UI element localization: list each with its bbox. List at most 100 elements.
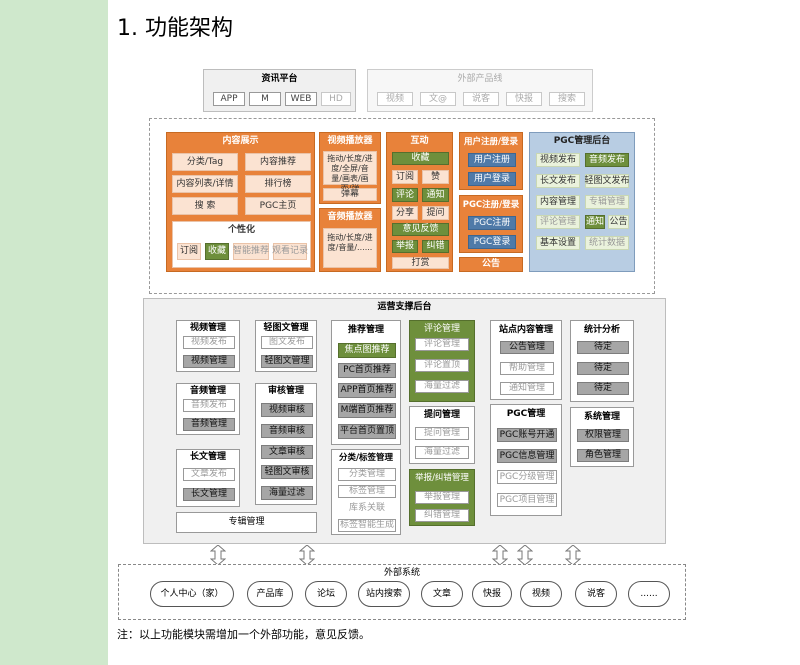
interaction-title: 互动	[410, 136, 429, 146]
ops-album-mgmt: 专辑管理	[176, 512, 317, 533]
pgc-admin-box: PGC管理后台 视频发布 音频发布 长文发布 轻图文发布 内容管理 专辑管理 评…	[529, 132, 635, 272]
double-arrow-icon	[492, 545, 508, 565]
ops-rec-top: 平台首页置顶	[338, 424, 396, 439]
ops-site: 站点内容管理 公告管理 帮助管理 通知管理	[490, 320, 562, 400]
ext-forum: 论坛	[305, 581, 347, 607]
ops-image-publish: 图文发布	[261, 336, 313, 349]
int-favorite: 收藏	[392, 152, 449, 165]
ops-report-title: 举报/纠错管理	[415, 473, 469, 483]
ops-pgc-open: PGC账号开通	[497, 428, 557, 442]
ops-long-mgmt-title: 长文管理	[189, 452, 226, 462]
ext-line-search: 搜索	[549, 92, 585, 106]
cd-pgc-home: PGC主页	[245, 197, 311, 215]
ext-shuoke: 说客	[575, 581, 617, 607]
ops-review-video: 视频审核	[261, 403, 313, 417]
ops-light-mgmt-title: 轻图文管理	[263, 323, 309, 333]
int-subscribe: 订阅	[392, 170, 418, 184]
ops-long-manage: 长文管理	[183, 488, 235, 501]
pgc-notice: 公告	[608, 215, 629, 229]
int-share: 分享	[392, 206, 418, 220]
ops-review-mgmt-title: 审核管理	[267, 386, 304, 396]
ext-more: ......	[628, 581, 670, 607]
ops-comment-filter: 海量过滤	[415, 380, 469, 393]
ops-pgc-title: PGC管理	[506, 409, 546, 419]
ext-line-video: 视频	[377, 92, 413, 106]
ops-comment-manage: 评论管理	[415, 338, 469, 351]
double-arrow-icon	[210, 545, 226, 565]
pgc-album-mgmt: 专辑管理	[585, 195, 629, 209]
ops-question-title: 提问管理	[423, 410, 460, 420]
ext-article: 文章	[421, 581, 463, 607]
ops-rec-app: APP首页推荐	[338, 383, 396, 398]
ops-video-mgmt-title: 视频管理	[189, 323, 226, 333]
ops-light-manage: 轻图文管理	[261, 355, 313, 368]
cd-list-detail: 内容列表/详情	[172, 175, 238, 193]
pgc-light-publish: 轻图文发布	[585, 174, 630, 188]
double-arrow-icon	[299, 545, 315, 565]
ops-cat-relation: 库系关联	[348, 503, 385, 513]
ops-review-filter: 海量过滤	[261, 486, 313, 500]
audio-player-title: 音频播放器	[327, 212, 373, 222]
news-platform-box: 资讯平台 APP M WEB HD	[203, 69, 356, 112]
ops-cat-category: 分类管理	[338, 468, 396, 481]
pers-smart-recommend: 智能推荐	[233, 243, 269, 260]
ext-personal-center: 个人中心（家）	[150, 581, 234, 607]
ops-review-article: 文章审核	[261, 445, 313, 459]
content-display-title: 内容展示	[222, 136, 259, 146]
platform-hd: HD	[321, 92, 351, 106]
cd-recommend: 内容推荐	[245, 153, 311, 171]
content-display-box: 内容展示 分类/Tag 内容推荐 内容列表/详情 排行榜 搜 索 PGC主页 个…	[166, 132, 315, 272]
ops-system: 系统管理 权限管理 角色管理	[570, 407, 634, 467]
pgc-reg-title: PGC注册/登录	[462, 200, 520, 210]
ops-comment: 评论管理 评论管理 评论置顶 海量过滤	[409, 320, 475, 402]
cd-category-tag: 分类/Tag	[172, 153, 238, 171]
ops-audio-publish: 音频发布	[183, 399, 235, 412]
pers-subscribe: 订阅	[177, 243, 201, 260]
ops-comment-title: 评论管理	[423, 324, 460, 334]
ops-recommend-title: 推荐管理	[347, 325, 384, 335]
personalization-box: 个性化 订阅 收藏 智能推荐 观看记录	[172, 221, 311, 268]
ops-article-publish: 文章发布	[183, 468, 235, 481]
ext-line-shuoke: 说客	[463, 92, 499, 106]
ops-stats-1: 待定	[577, 341, 629, 354]
video-player-box: 视频播放器 拖动/长度/进度/全屏/音量/画表/画面/弹 弹幕	[319, 132, 381, 204]
ops-stats-3: 待定	[577, 382, 629, 395]
int-tip: 打赏	[392, 257, 449, 269]
ops-light-mgmt: 轻图文管理 图文发布 轻图文管理	[255, 320, 317, 372]
pgc-basic-settings: 基本设置	[536, 236, 580, 250]
audio-player-box: 音频播放器 拖动/长度/进度/音量/......	[319, 208, 381, 272]
ops-question-manage: 提问管理	[415, 427, 469, 440]
ext-kuaibao: 快报	[472, 581, 512, 607]
ops-correction-manage: 纠错管理	[415, 509, 469, 522]
ext-line-wen: 文@	[420, 92, 456, 106]
ops-question-filter: 海量过滤	[415, 446, 469, 459]
external-lines-title: 外部产品线	[457, 74, 503, 84]
ops-cat-tag: 标签管理	[338, 485, 396, 498]
ops-cat-smart-tag: 标签智能生成	[338, 519, 396, 532]
pgc-comment-mgmt: 评论管理	[536, 215, 580, 229]
ext-line-kuaibao: 快报	[506, 92, 542, 106]
ops-review-mgmt: 审核管理 视频审核 音频审核 文章审核 轻图文审核 海量过滤	[255, 383, 317, 505]
ext-video: 视频	[520, 581, 562, 607]
ops-stats-2: 待定	[577, 362, 629, 375]
ops-category: 分类/标签管理 分类管理 标签管理 库系关联 标签智能生成	[331, 449, 401, 535]
ops-site-notify: 通知管理	[500, 382, 554, 395]
ops-comment-top: 评论置顶	[415, 359, 469, 372]
ops-report: 举报/纠错管理 举报管理 纠错管理	[409, 469, 475, 526]
ops-audio-manage: 音频管理	[183, 418, 235, 431]
ext-product-library: 产品库	[247, 581, 293, 607]
pgc-register: PGC注册	[468, 216, 516, 230]
int-like: 赞	[422, 170, 449, 184]
pgc-video-publish: 视频发布	[536, 153, 580, 167]
ops-long-mgmt: 长文管理 文章发布 长文管理	[176, 449, 240, 507]
pgc-audio-publish: 音频发布	[585, 153, 629, 167]
pgc-notify: 通知	[585, 215, 605, 229]
pgc-reg-box: PGC注册/登录 PGC注册 PGC登录	[459, 195, 523, 253]
video-player-title: 视频播放器	[327, 136, 373, 146]
ops-title: 运营支撑后台	[377, 302, 432, 312]
int-feedback: 意见反馈	[392, 223, 449, 236]
pers-favorite: 收藏	[205, 243, 229, 260]
video-player-desc: 拖动/长度/进度/全屏/音量/画表/画面/弹	[323, 151, 377, 193]
ops-audio-mgmt-title: 音频管理	[189, 386, 226, 396]
ops-site-notice: 公告管理	[500, 341, 554, 354]
